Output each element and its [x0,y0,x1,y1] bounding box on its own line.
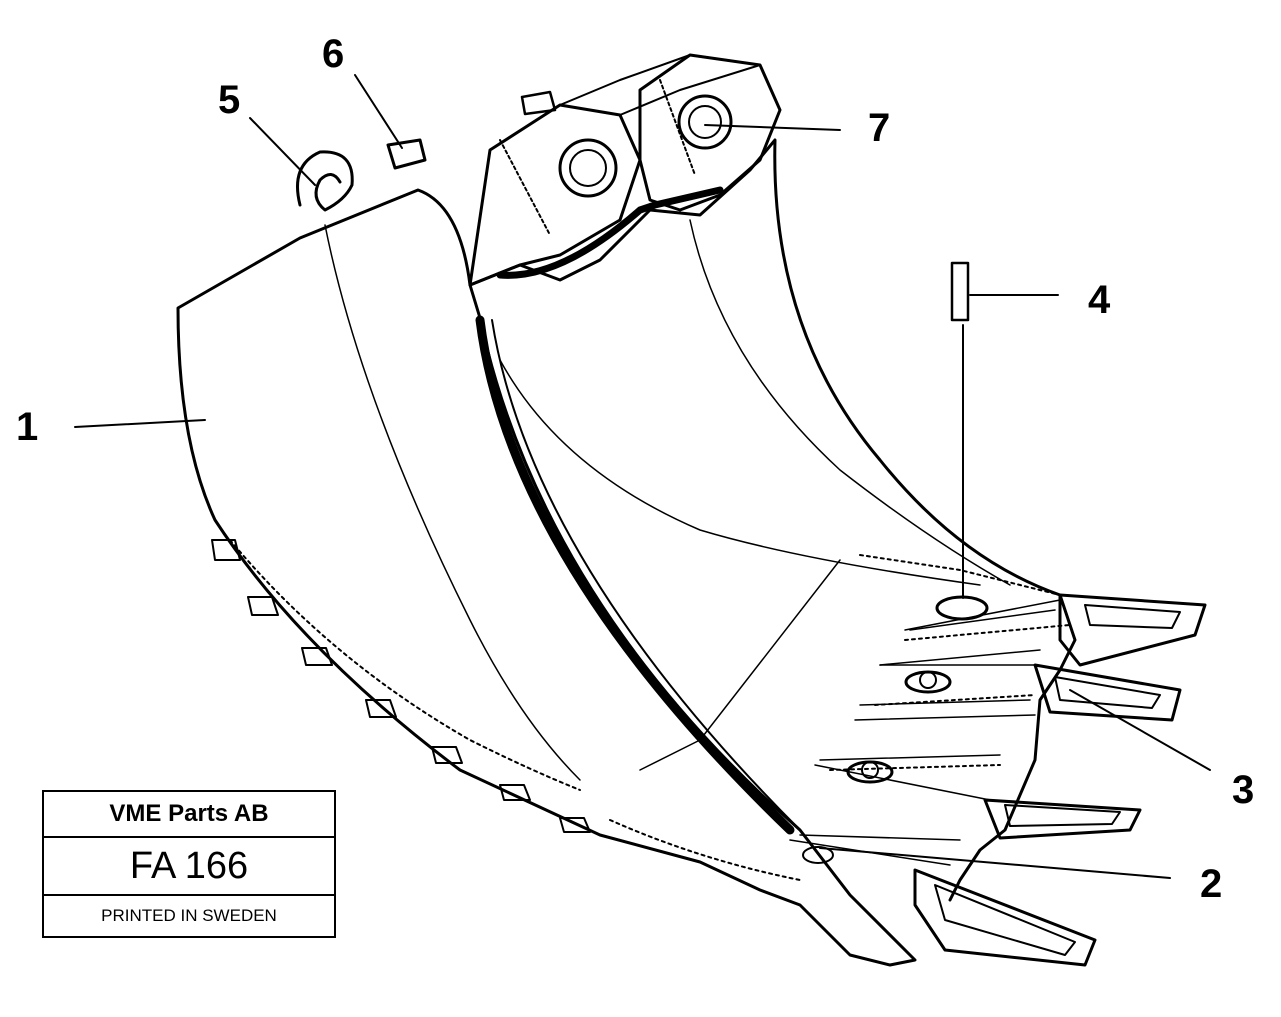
tooth-2 [1033,663,1182,722]
leader-5 [249,117,316,186]
leader-6 [354,74,403,149]
title-stamp: VME Parts AB FA 166 PRINTED IN SWEDEN [42,790,336,938]
leader-2 [819,847,1171,879]
bucket-bottom-plate [948,593,1077,902]
callout-7: 7 [868,106,891,150]
stamp-printed: PRINTED IN SWEDEN [101,906,277,925]
tooth-4 [913,868,1097,967]
bracket-pin-boss [677,94,733,150]
callout-2: 2 [1200,862,1223,906]
mounting-bracket [638,53,782,212]
stamp-company: VME Parts AB [44,792,334,838]
grease-nipple [386,138,427,170]
lock-pin [950,261,970,322]
leader-3 [1069,689,1211,771]
lifting-eye [296,150,354,212]
tooth-3 [983,798,1142,840]
lock-hole [935,595,989,621]
leader-7 [704,124,841,131]
bucket-rear-shell [468,138,1062,597]
mounting-bracket [468,103,642,287]
callout-5: 5 [218,78,241,122]
leader-1 [74,419,206,428]
callout-3: 3 [1232,768,1255,812]
callout-6: 6 [322,32,345,76]
bracket-pin-boss [558,138,618,198]
stamp-code: FA 166 [44,838,334,896]
bucket-rear-shell-edge [475,315,795,835]
tooth-1 [1058,593,1207,667]
callout-1: 1 [16,405,39,449]
callout-4: 4 [1088,278,1111,322]
